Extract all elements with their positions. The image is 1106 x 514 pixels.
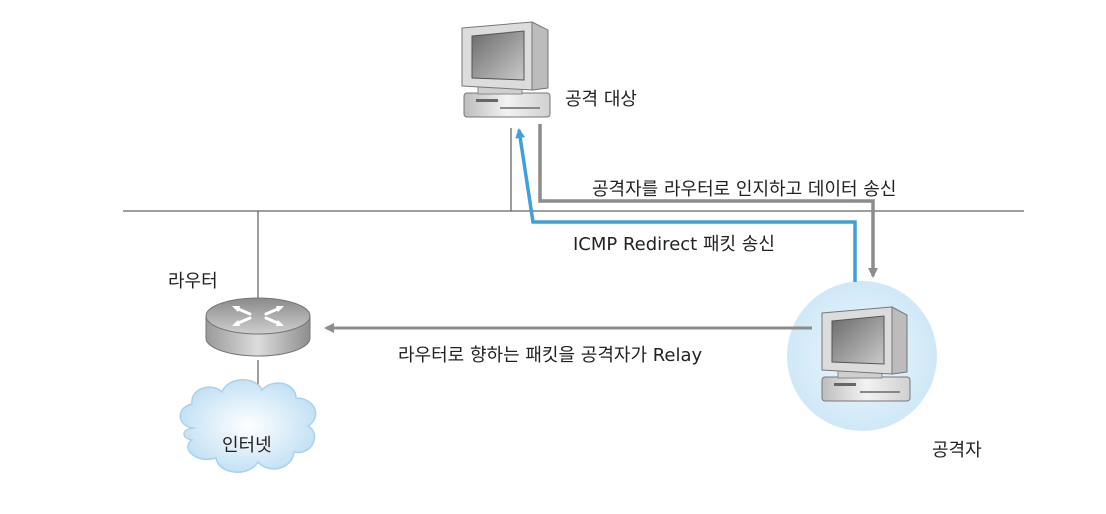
target-label: 공격 대상 <box>565 89 637 110</box>
cloud-icon <box>179 379 317 473</box>
target-computer-icon <box>461 21 551 118</box>
data-send-label: 공격자를 라우터로 인지하고 데이터 송신 <box>592 179 897 200</box>
attacker-computer-icon <box>821 306 911 402</box>
relay-label: 라우터로 향하는 패킷을 공격자가 Relay <box>398 345 703 366</box>
router-icon <box>205 297 311 357</box>
attacker-label: 공격자 <box>932 440 982 461</box>
icmp-redirect-label: ICMP Redirect 패킷 송신 <box>573 234 775 255</box>
router-label: 라우터 <box>168 271 218 292</box>
internet-label: 인터넷 <box>222 435 272 456</box>
icmp-redirect-arrow <box>515 128 857 282</box>
data-send-arrow <box>538 124 878 278</box>
